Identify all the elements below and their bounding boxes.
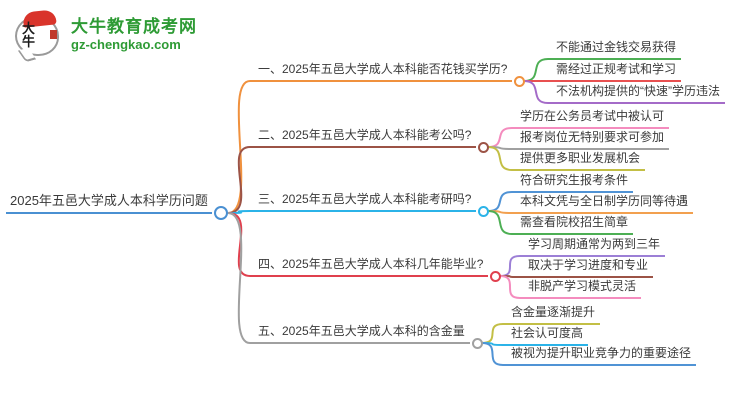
- root-junction-dot: [214, 206, 228, 220]
- branch-junction-dot: [471, 337, 483, 349]
- logo-domain: gz-chengkao.com: [71, 36, 181, 52]
- leaf-node-4-1[interactable]: 学习周期通常为两到三年: [520, 236, 666, 257]
- leaf-node-4-2[interactable]: 取决于学习进度和专业: [520, 257, 654, 278]
- leaf-node-3-2[interactable]: 本科文凭与全日制学历同等待遇: [512, 193, 694, 214]
- branch-node-1[interactable]: 一、2025年五邑大学成人本科能否花钱买学历?: [250, 61, 513, 82]
- leaf-node-5-1[interactable]: 含金量逐渐提升: [503, 304, 601, 325]
- leaf-node-3-1[interactable]: 符合研究生报考条件: [512, 172, 634, 193]
- branch-node-2[interactable]: 二、2025年五邑大学成人本科能考公吗?: [250, 127, 477, 148]
- logo-characters: 大牛: [22, 22, 36, 50]
- daniu-bubble-icon: 大牛: [14, 9, 62, 58]
- branch-junction-dot: [477, 141, 489, 153]
- leaf-node-5-2[interactable]: 社会认可度高: [503, 325, 589, 346]
- leaf-node-1-1[interactable]: 不能通过金钱交易获得: [548, 39, 682, 60]
- logo-title: 大牛教育成考网: [71, 16, 197, 36]
- leaf-node-4-3[interactable]: 非脱产学习模式灵活: [520, 278, 642, 299]
- branch-junction-dot: [513, 75, 525, 87]
- branch-node-3[interactable]: 三、2025年五邑大学成人本科能考研吗?: [250, 191, 477, 212]
- leaf-node-2-3[interactable]: 提供更多职业发展机会: [512, 150, 646, 171]
- leaf-node-1-3[interactable]: 不法机构提供的“快速”学历违法: [548, 83, 725, 104]
- branch-junction-dot: [489, 270, 501, 282]
- leaf-node-1-2[interactable]: 需经过正规考试和学习: [548, 61, 682, 82]
- leaf-node-5-3[interactable]: 被视为提升职业竞争力的重要途径: [503, 345, 697, 366]
- branch-node-5[interactable]: 五、2025年五邑大学成人本科的含金量: [250, 323, 470, 344]
- red-seal-shape: [50, 30, 57, 39]
- leaf-node-3-3[interactable]: 需查看院校招生简章: [512, 214, 634, 235]
- site-logo[interactable]: 大牛 大牛教育成考网 gz-chengkao.com: [14, 9, 197, 58]
- branch-junction-dot: [477, 205, 489, 217]
- leaf-node-2-2[interactable]: 报考岗位无特别要求可参加: [512, 129, 670, 150]
- branch-node-4[interactable]: 四、2025年五邑大学成人本科几年能毕业?: [250, 256, 489, 277]
- leaf-node-2-1[interactable]: 学历在公务员考试中被认可: [512, 108, 670, 129]
- root-topic-node[interactable]: 2025年五邑大学成人本科学历问题: [6, 192, 212, 214]
